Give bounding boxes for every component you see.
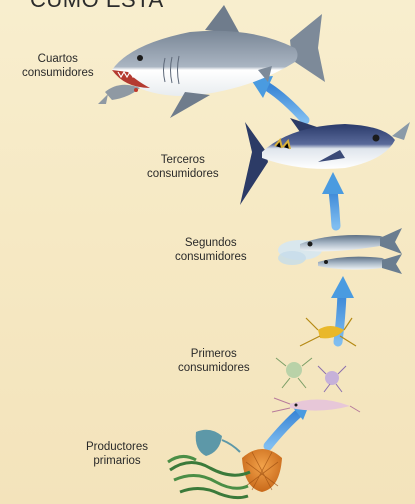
phytoplankton-icon (168, 430, 282, 498)
arrow-tertiary-to-quaternary (250, 76, 305, 120)
arrow-secondary-to-tertiary (322, 172, 344, 226)
zooplankton-icon (272, 318, 360, 412)
small-fish-icon (278, 228, 402, 274)
